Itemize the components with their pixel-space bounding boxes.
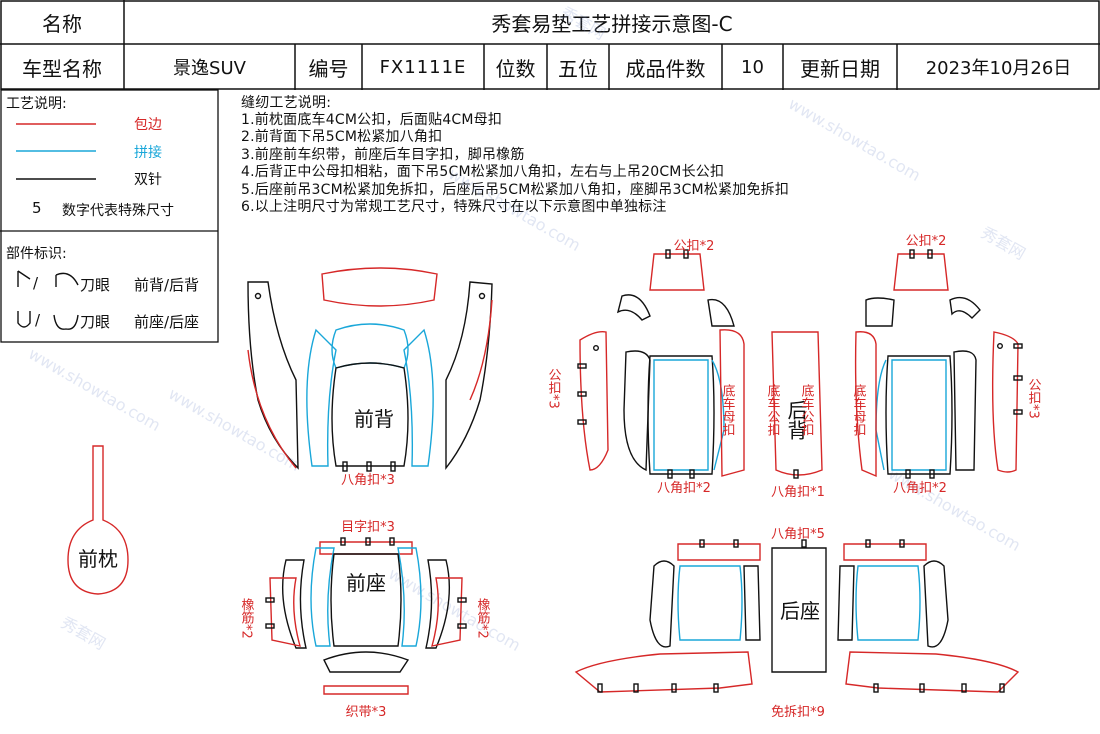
seat-notch-icon-a bbox=[17, 311, 31, 328]
rear-seat-label: 后座 bbox=[780, 599, 820, 623]
rb-right-side-tag: 公扣*3 bbox=[1026, 378, 1042, 419]
model-value: 景逸SUV bbox=[173, 58, 246, 79]
slash-a: / bbox=[33, 274, 39, 292]
back-notch-icon-a bbox=[17, 270, 31, 287]
count-value: 10 bbox=[741, 56, 764, 78]
back-notch-icon-b bbox=[55, 272, 79, 287]
rear-back-label: 后背 bbox=[784, 400, 808, 440]
page-title: 秀套易垫工艺拼接示意图-C bbox=[491, 11, 733, 36]
front-back-tag: 八角扣*3 bbox=[341, 473, 395, 488]
rb-bottom-left-tag: 八角扣*2 bbox=[657, 481, 711, 496]
rb-mid-right-tag: 底车公扣 bbox=[799, 383, 815, 436]
rubber-right-tag: 橡筋*2 bbox=[475, 598, 491, 639]
front-seat-label: 前座 bbox=[346, 571, 386, 595]
rb-left-top-tag: 公扣*2 bbox=[674, 239, 715, 254]
front-seat-bottom-tag: 织带*3 bbox=[346, 705, 387, 720]
code-label: 编号 bbox=[308, 56, 349, 81]
date-value: 2023年10月26日 bbox=[925, 58, 1072, 79]
rb-left-side-tag: 公扣*3 bbox=[546, 368, 562, 409]
rb-right-inner-tag: 底车母扣 bbox=[851, 383, 867, 436]
front-pillow-piece bbox=[67, 445, 129, 595]
date-label: 更新日期 bbox=[800, 56, 880, 81]
front-back-group bbox=[247, 267, 493, 472]
legend-double-needle-label: 双针 bbox=[134, 172, 162, 188]
legend-binding-label: 包边 bbox=[134, 117, 162, 133]
note-line-5: 5.后座前吊3CM松紧加免拆扣，后座后吊5CM松紧加八角扣，座脚吊3CM松紧加免… bbox=[241, 182, 790, 198]
header-name-label: 名称 bbox=[42, 11, 82, 36]
legend-size-text: 数字代表特殊尺寸 bbox=[62, 203, 174, 219]
rb-bottom-right-tag: 八角扣*2 bbox=[893, 481, 947, 496]
seat-notch-icon-b bbox=[53, 314, 79, 330]
rb-left-inner-tag: 底车母扣 bbox=[720, 383, 736, 436]
note-line-4: 4.后背正中公母扣相粘，面下吊5CM松紧加八角扣，左右与上吊20CM长公扣 bbox=[241, 164, 725, 180]
legend-size-number: 5 bbox=[32, 199, 42, 217]
front-seat-top-tag: 目字扣*3 bbox=[341, 520, 395, 535]
legend-splice-label: 拼接 bbox=[134, 145, 162, 161]
header-grid bbox=[0, 0, 1100, 90]
notes-title: 缝纫工艺说明: bbox=[241, 95, 332, 111]
front-back-label: 前背 bbox=[354, 407, 394, 431]
front-pillow-label: 前枕 bbox=[78, 547, 118, 571]
seat-label: 位数 bbox=[495, 56, 536, 81]
cut-label-1: 刀眼 bbox=[80, 276, 111, 294]
parts-title: 部件标识: bbox=[6, 246, 67, 262]
model-label: 车型名称 bbox=[22, 56, 102, 81]
note-line-6: 6.以上注明尺寸为常规工艺尺寸，特殊尺寸在以下示意图中单独标注 bbox=[241, 199, 667, 215]
legend-box bbox=[0, 89, 219, 343]
rb-mid-left-tag: 底车公扣 bbox=[765, 383, 781, 436]
seat-value: 五位 bbox=[558, 56, 598, 81]
note-line-1: 1.前枕面底车4CM公扣，后面贴4CM母扣 bbox=[241, 112, 503, 128]
slash-b: / bbox=[35, 311, 41, 329]
note-line-2: 2.前背面下吊5CM松紧加八角扣 bbox=[241, 129, 443, 145]
cut-label-2: 刀眼 bbox=[80, 313, 111, 331]
count-label: 成品件数 bbox=[625, 56, 706, 81]
rear-back-group bbox=[577, 249, 1023, 479]
code-value: FX1111E bbox=[379, 56, 467, 78]
front-seat-group bbox=[265, 537, 467, 695]
rear-seat-group bbox=[574, 539, 1020, 693]
rubber-left-tag: 橡筋*2 bbox=[239, 598, 255, 639]
note-line-3: 3.前座前车织带，前座后车目字扣，脚吊橡筋 bbox=[241, 147, 525, 163]
cut-text-1: 前背/后背 bbox=[134, 276, 200, 294]
legend-title: 工艺说明: bbox=[6, 96, 67, 112]
rs-bottom-tag: 免拆扣*9 bbox=[771, 705, 825, 720]
rb-right-top-tag: 公扣*2 bbox=[906, 234, 947, 249]
rb-bottom-mid-tag: 八角扣*1 bbox=[771, 485, 825, 500]
rs-top-tag: 八角扣*5 bbox=[771, 527, 825, 542]
cut-text-2: 前座/后座 bbox=[134, 313, 200, 331]
